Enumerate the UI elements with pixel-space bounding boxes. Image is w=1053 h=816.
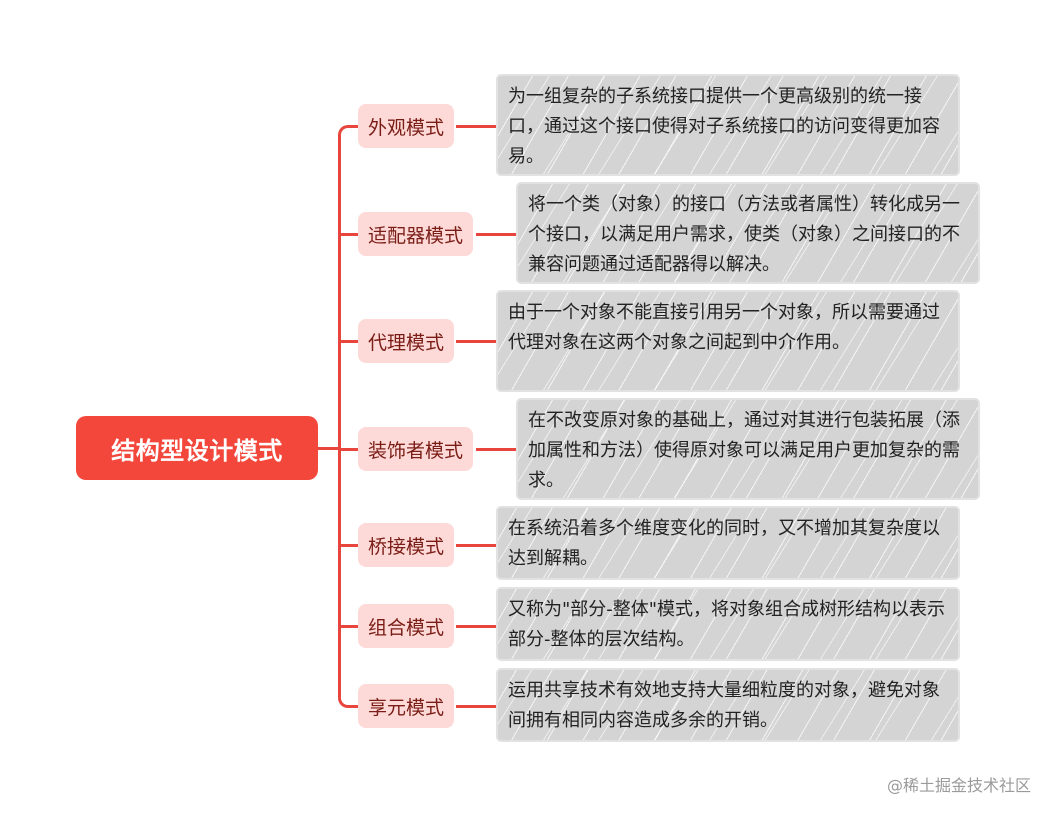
root-topic[interactable]: 结构型设计模式 xyxy=(76,416,318,480)
note-decorator: 在不改变原对象的基础上，通过对其进行包装拓展（添加属性和方法）使得原对象可以满足… xyxy=(518,400,978,498)
branch-connector xyxy=(338,544,358,558)
note-bridge: 在系统沿着多个维度变化的同时，又不增加其复杂度以达到解耦。 xyxy=(498,508,958,578)
topic-link xyxy=(456,705,500,708)
spine-connector xyxy=(338,138,341,694)
topic-decorator[interactable]: 装饰者模式 xyxy=(358,427,474,471)
topic-flyweight[interactable]: 享元模式 xyxy=(358,684,455,728)
branch-connector xyxy=(338,340,358,354)
topic-composite[interactable]: 组合模式 xyxy=(358,604,455,648)
topic-proxy[interactable]: 代理模式 xyxy=(358,319,455,363)
topic-facade[interactable]: 外观模式 xyxy=(358,104,455,148)
topic-link xyxy=(456,625,500,628)
topic-adapter[interactable]: 适配器模式 xyxy=(358,212,474,256)
note-adapter: 将一个类（对象）的接口（方法或者属性）转化成另一个接口，以满足用户需求，使类（对… xyxy=(518,184,978,282)
branch-connector xyxy=(338,625,358,639)
root-connector xyxy=(318,447,340,450)
branch-connector xyxy=(338,448,358,462)
branch-connector xyxy=(338,125,358,139)
topic-link xyxy=(456,544,500,547)
note-flyweight: 运用共享技术有效地支持大量细粒度的对象，避免对象间拥有相同内容造成多余的开销。 xyxy=(498,670,958,740)
topic-link xyxy=(476,448,520,451)
note-composite: 又称为"部分-整体"模式，将对象组合成树形结构以表示部分-整体的层次结构。 xyxy=(498,589,958,659)
note-proxy: 由于一个对象不能直接引用另一个对象，所以需要通过代理对象在这两个对象之间起到中介… xyxy=(498,292,958,390)
note-facade: 为一组复杂的子系统接口提供一个更高级别的统一接口，通过这个接口使得对子系统接口的… xyxy=(498,76,958,174)
branch-connector xyxy=(338,694,358,708)
topic-link xyxy=(456,340,500,343)
topic-link xyxy=(456,125,500,128)
branch-connector xyxy=(338,233,358,247)
watermark: @稀土掘金技术社区 xyxy=(886,776,1031,795)
topic-bridge[interactable]: 桥接模式 xyxy=(358,523,455,567)
topic-link xyxy=(476,233,520,236)
